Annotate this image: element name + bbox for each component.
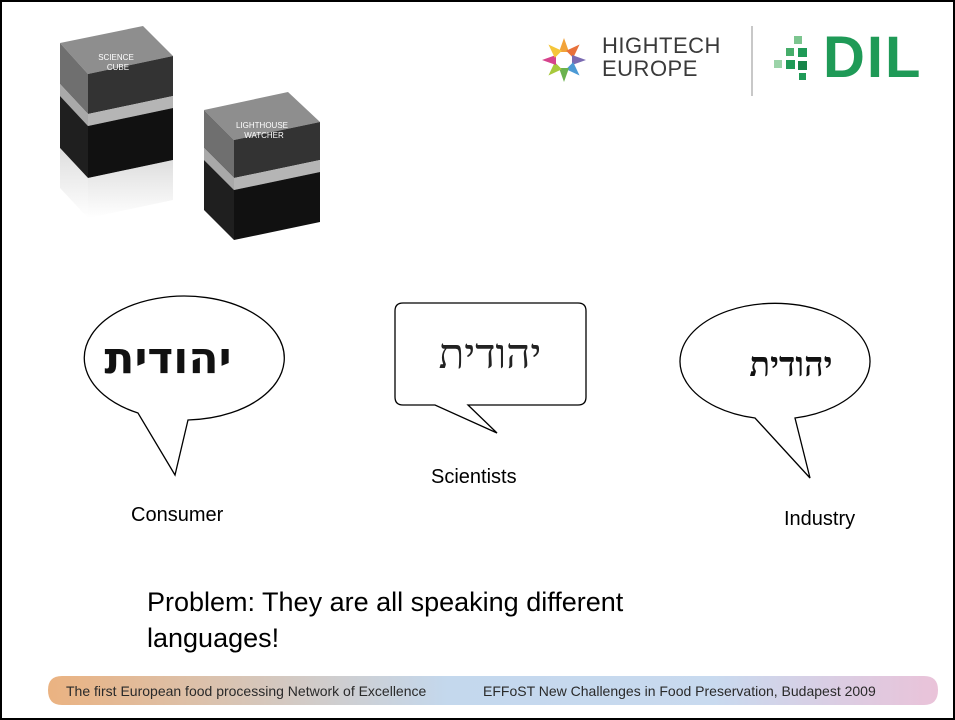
problem-line2: languages!	[147, 623, 280, 653]
footer-conference-text: EFFoST New Challenges in Food Preservati…	[483, 683, 876, 699]
cube-right-line2: WATCHER	[244, 131, 284, 140]
cube-right-line1: LIGHTHOUSE	[236, 121, 288, 130]
cube-left-line1: SCIENCE	[98, 53, 134, 62]
hightech-europe-star-icon	[542, 38, 586, 82]
logo-divider	[751, 26, 753, 96]
consumer-hebrew-word: יהודית	[104, 333, 231, 384]
problem-line1: Problem: They are all speaking different	[147, 587, 624, 617]
hightech-europe-wordmark: HIGHTECH EUROPE	[602, 34, 721, 80]
industry-hebrew-word: יהודית	[749, 345, 832, 385]
dil-wordmark: DIL	[823, 25, 923, 90]
consumer-caption: Consumer	[131, 504, 224, 526]
footer-network-text: The first European food processing Netwo…	[66, 683, 427, 699]
brand-logos: HIGHTECH EUROPE DIL	[540, 22, 930, 112]
scientists-hebrew-word: יהודית	[439, 329, 542, 378]
industry-caption: Industry	[784, 508, 856, 530]
hightech-line2: EUROPE	[602, 56, 698, 81]
consumer-speech-bubble	[83, 295, 285, 477]
footer-band	[48, 676, 938, 705]
industry-speech-bubble	[679, 302, 871, 479]
science-cube-logo: SCIENCE CUBE LIGHTHOUSE WATCHER	[60, 26, 320, 240]
problem-statement: Problem: They are all speaking different…	[147, 584, 767, 656]
scientists-caption: Scientists	[431, 466, 517, 488]
hightech-line1: HIGHTECH	[602, 33, 721, 58]
dil-squares-icon	[774, 36, 807, 80]
cube-left-line2: CUBE	[107, 63, 129, 72]
scientists-speech-bubble	[394, 302, 587, 434]
